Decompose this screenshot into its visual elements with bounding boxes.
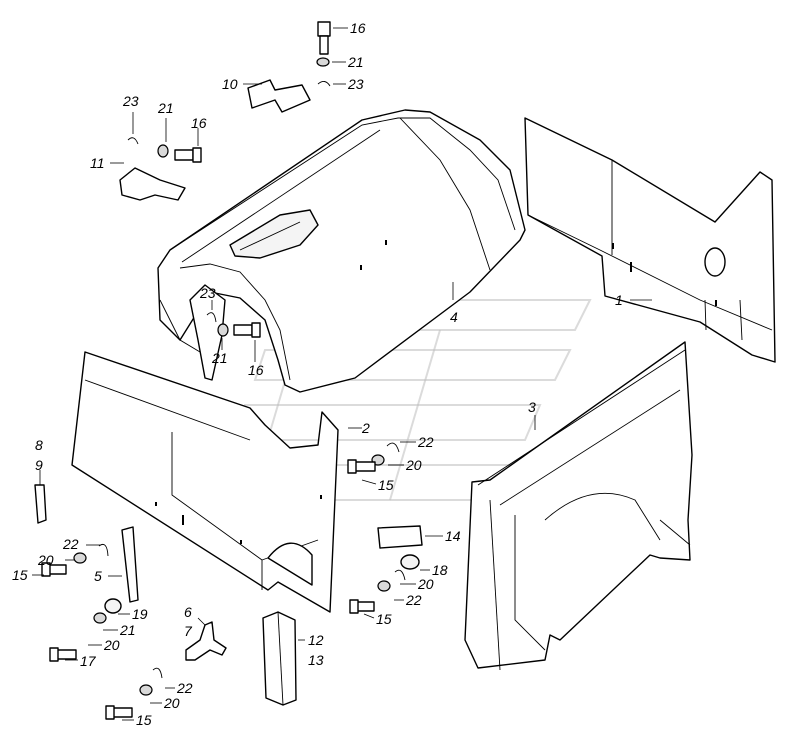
callout-12: 12 — [308, 632, 324, 648]
callout-15-left: 15 — [12, 567, 28, 583]
callout-8: 8 — [35, 437, 43, 453]
leader-lines — [32, 27, 652, 721]
callout-7: 7 — [184, 623, 193, 639]
callout-20-low: 20 — [103, 637, 120, 653]
callout-21-top: 21 — [347, 54, 364, 70]
callout-19: 19 — [132, 606, 148, 622]
callout-22-bottom: 22 — [176, 680, 193, 696]
callout-20-mid: 20 — [405, 457, 422, 473]
part-12-13-plate — [262, 611, 297, 706]
callout-21-low: 21 — [119, 622, 136, 638]
callout-20-right: 20 — [417, 576, 434, 592]
part-2-left-panel — [71, 351, 339, 613]
part-14-plate — [377, 525, 423, 549]
callout-21-hood: 21 — [211, 350, 228, 366]
part-4-hood-cover — [157, 109, 526, 393]
callout-labels: 16 21 23 10 23 21 16 11 4 1 23 21 16 2 3… — [12, 20, 623, 728]
callout-15-mid: 15 — [378, 477, 394, 493]
callout-6: 6 — [184, 604, 192, 620]
callout-22-left: 22 — [62, 536, 79, 552]
fasteners — [41, 21, 420, 720]
part-10-bracket — [247, 79, 311, 113]
part-5-bracket — [121, 526, 139, 603]
callout-9: 9 — [35, 457, 43, 473]
callout-11: 11 — [90, 155, 105, 171]
callout-23-left: 23 — [122, 93, 139, 109]
hood-side-bracket — [189, 284, 226, 381]
callout-14: 14 — [445, 528, 461, 544]
callout-15-right: 15 — [376, 611, 392, 627]
callout-22-right: 22 — [405, 592, 422, 608]
callout-15-bottom: 15 — [136, 712, 152, 728]
callout-20-left: 20 — [37, 552, 54, 568]
callout-4: 4 — [450, 309, 458, 325]
part-11-bracket — [119, 167, 186, 201]
callout-21-left: 21 — [157, 100, 174, 116]
callout-10: 10 — [222, 76, 238, 92]
callout-23-top: 23 — [347, 76, 364, 92]
callout-5: 5 — [94, 568, 102, 584]
callout-16-left: 16 — [191, 115, 207, 131]
callout-23-hood: 23 — [199, 285, 216, 301]
part-3-right-lower-panel — [464, 341, 693, 671]
callout-16-hood: 16 — [248, 362, 264, 378]
callout-1: 1 — [615, 292, 623, 308]
callout-18: 18 — [432, 562, 448, 578]
part-1-right-panel — [524, 117, 776, 363]
callout-17: 17 — [80, 653, 97, 669]
callout-22-mid: 22 — [417, 434, 434, 450]
part-8-9-plate — [34, 484, 47, 524]
callout-2: 2 — [361, 420, 370, 436]
callout-16-top: 16 — [350, 20, 366, 36]
callout-20-bottom: 20 — [163, 695, 180, 711]
callout-13: 13 — [308, 652, 324, 668]
part-6-7-bracket — [185, 621, 227, 661]
callout-3: 3 — [528, 399, 536, 415]
